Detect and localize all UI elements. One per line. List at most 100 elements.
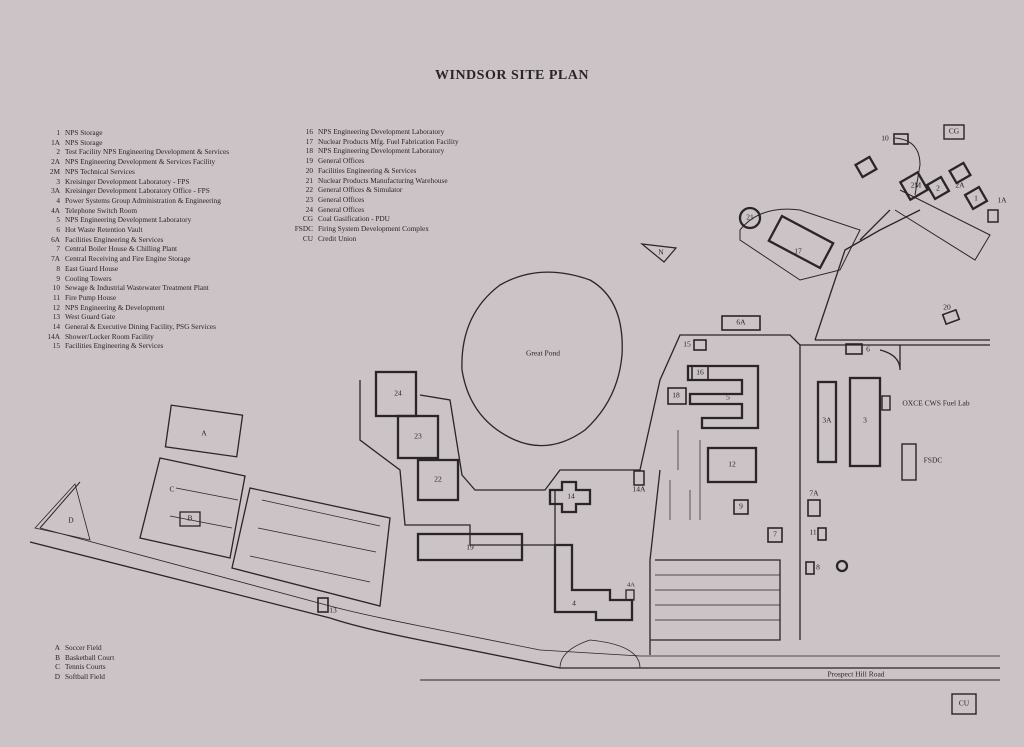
label-3: 3	[863, 416, 867, 425]
legend-key: 14A	[47, 331, 60, 341]
label-9: 9	[739, 502, 743, 511]
building-18	[667, 387, 687, 405]
legend-key: 1A	[51, 137, 60, 147]
legend-key: 19	[305, 156, 313, 166]
legend-key: 11	[52, 292, 60, 302]
legend-label: Hot Waste Retention Vault	[65, 225, 143, 235]
building-fuel-lab	[881, 395, 891, 411]
label-2m: 2M	[911, 181, 922, 190]
fuel-lab-label: OXCE CWS Fuel Lab	[902, 399, 970, 408]
label-20: 20	[943, 303, 951, 312]
building-5	[686, 364, 760, 430]
building-2	[925, 175, 951, 201]
building-9	[733, 499, 749, 515]
label-23: 23	[414, 432, 422, 441]
legend-key: 1	[56, 128, 60, 137]
legend-key: 7	[56, 244, 60, 254]
legend-label: Basketball Court	[65, 652, 115, 662]
building-20	[941, 308, 961, 326]
building-fsdc	[901, 443, 917, 481]
building-6a	[721, 315, 761, 331]
legend-label: General Offices	[318, 156, 365, 166]
legend-key: CG	[302, 214, 313, 224]
great-pond	[461, 271, 623, 447]
legend-label: Central Receiving and Fire Engine Storag…	[65, 254, 191, 264]
building-cu	[951, 693, 977, 715]
legend-key: D	[54, 672, 60, 682]
page-title: WINDSOR SITE PLAN	[435, 68, 589, 83]
label-21: 21	[746, 213, 754, 222]
building-1	[963, 185, 989, 211]
cooling-tank	[835, 559, 849, 573]
legend-key: 8	[56, 263, 60, 273]
building-2m	[898, 170, 930, 202]
legend-label: Firing System Development Complex	[318, 224, 429, 234]
legend-row: B Basketball Court	[22, 653, 114, 663]
building-3	[848, 376, 882, 468]
building-12	[706, 446, 758, 484]
legend-key: FSDC	[294, 224, 313, 234]
building-19	[416, 532, 524, 562]
legend-key: C	[55, 662, 60, 672]
building-cg	[943, 124, 965, 140]
building-22	[416, 458, 460, 502]
label-field-d: D	[68, 516, 74, 525]
legend-key: 7A	[51, 254, 60, 264]
legend-key: B	[55, 652, 60, 662]
building-ne-small	[854, 155, 878, 179]
legend-key: 2A	[51, 157, 60, 167]
soccer-field	[164, 404, 244, 458]
label-14a: 14A	[633, 485, 647, 494]
building-3a	[816, 380, 838, 464]
great-pond-label: Great Pond	[526, 349, 560, 358]
legend-label: NPS Storage	[65, 128, 103, 137]
legend-label: General Offices & Simulator	[318, 185, 403, 195]
basketball-court	[179, 511, 201, 527]
legend-label: Fire Pump House	[65, 292, 117, 302]
road-label: Prospect Hill Road	[827, 670, 884, 679]
label-11: 11	[809, 528, 816, 537]
building-4a	[625, 589, 635, 601]
legend-key: 18	[305, 146, 313, 156]
legend-label: Test Facility NPS Engineering Developmen…	[65, 147, 230, 157]
building-24	[374, 370, 418, 418]
label-3a: 3A	[822, 416, 832, 425]
legend-label: Coal Gasification - PDU	[318, 214, 390, 224]
legend-label: Nuclear Products Mfg. Fuel Fabrication F…	[318, 136, 459, 146]
legend-key: 24	[305, 204, 313, 214]
legend-key: 12	[52, 302, 60, 312]
prospect-hill-road	[29, 541, 1000, 669]
legend-key: A	[54, 643, 60, 652]
label-24: 24	[394, 389, 402, 398]
label-6: 6	[866, 345, 870, 354]
label-2a: 2A	[955, 181, 965, 190]
legend-row: FSDC Firing System Development Complex	[278, 224, 459, 234]
fsdc-label: FSDC	[924, 456, 943, 465]
legend-key: 16	[305, 127, 313, 136]
label-22: 22	[434, 475, 442, 484]
building-7a	[807, 499, 821, 517]
legend-key: 15	[52, 341, 60, 351]
label-field-c: C	[169, 485, 174, 494]
legend-key: 3	[56, 176, 60, 186]
building-14	[548, 480, 592, 514]
legend-label: Cooling Towers	[65, 273, 112, 283]
